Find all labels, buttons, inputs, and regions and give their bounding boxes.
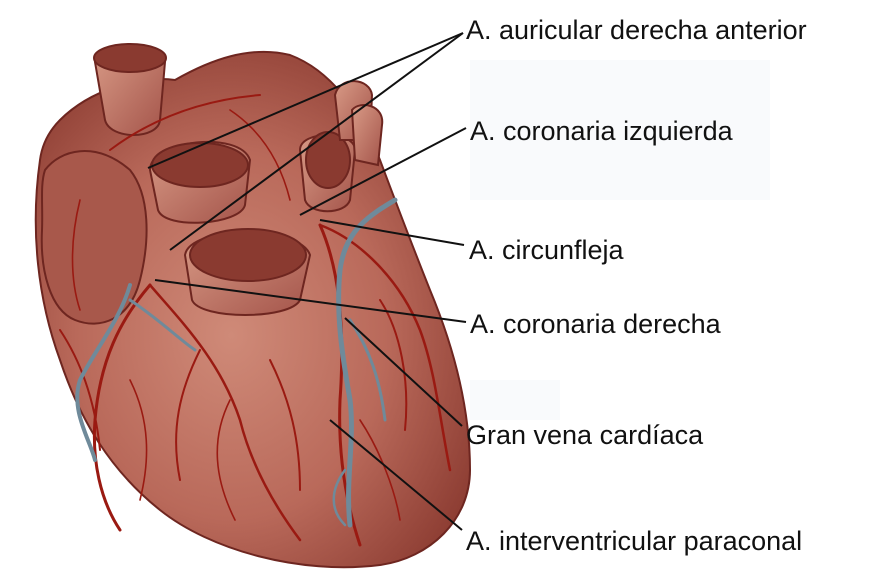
label-coronaria-derecha: A. coronaria derecha (470, 311, 721, 338)
pulmonary-opening (152, 143, 248, 187)
label-interventricular-paraconal: A. interventricular paraconal (466, 528, 802, 555)
label-auricular-derecha-anterior: A. auricular derecha anterior (466, 17, 807, 44)
label-coronaria-izquierda: A. coronaria izquierda (470, 118, 733, 145)
label-circunfleja: A. circunfleja (469, 237, 624, 264)
aortic-root-opening (190, 229, 306, 281)
pulmonary-vein-3 (352, 105, 382, 165)
right-auricle (42, 151, 147, 324)
aorta-opening (94, 44, 166, 72)
label-gran-vena-cardiaca: Gran vena cardíaca (466, 422, 703, 449)
